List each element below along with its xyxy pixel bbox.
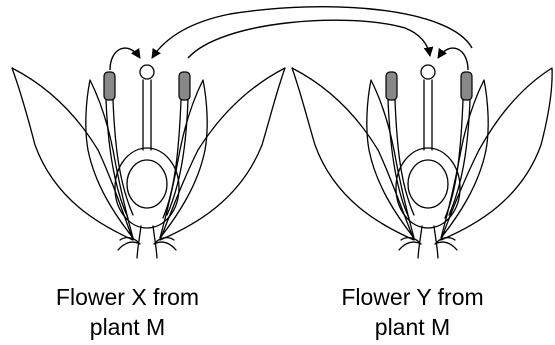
self-pollination-arrow-x bbox=[110, 48, 140, 70]
flower-x bbox=[12, 65, 285, 258]
flower-y-left-sepal bbox=[399, 238, 421, 250]
flower-x-style bbox=[143, 80, 151, 150]
flower-y-caption: Flower Y from plant M bbox=[300, 282, 525, 342]
flower-x-caption: Flower X from plant M bbox=[20, 282, 235, 342]
flower-y-style bbox=[424, 80, 432, 150]
flower-y bbox=[292, 65, 552, 258]
flower-x-stigma bbox=[140, 65, 154, 79]
flower-y-ovule bbox=[408, 160, 448, 208]
flower-y-caption-line2: plant M bbox=[300, 312, 525, 342]
flower-x-ovule bbox=[127, 160, 167, 208]
flower-x-left-anther bbox=[104, 72, 115, 100]
cross-pollination-arrow-x-to-y bbox=[188, 20, 430, 58]
flower-x-stalk bbox=[137, 226, 157, 258]
cross-pollination-arrow-y-to-x bbox=[152, 7, 472, 58]
flower-y-left-anther bbox=[386, 72, 397, 100]
flower-x-left-filament bbox=[106, 100, 133, 218]
flower-y-stalk bbox=[418, 226, 438, 258]
flower-x-right-anther bbox=[179, 72, 190, 100]
flower-x-right-sepal bbox=[154, 238, 176, 250]
flower-y-stigma bbox=[421, 65, 435, 79]
flower-y-left-filament bbox=[388, 100, 414, 218]
flower-y-right-sepal bbox=[435, 238, 457, 250]
flower-x-left-sepal bbox=[118, 238, 140, 250]
flower-x-anthers bbox=[104, 72, 190, 100]
flower-x-caption-line2: plant M bbox=[20, 312, 235, 342]
flower-y-anthers bbox=[386, 72, 472, 100]
self-pollination-arrow-y bbox=[438, 48, 468, 70]
flower-x-caption-line1: Flower X from bbox=[20, 282, 235, 312]
flower-y-right-anther bbox=[461, 72, 472, 100]
flower-y-caption-line1: Flower Y from bbox=[300, 282, 525, 312]
